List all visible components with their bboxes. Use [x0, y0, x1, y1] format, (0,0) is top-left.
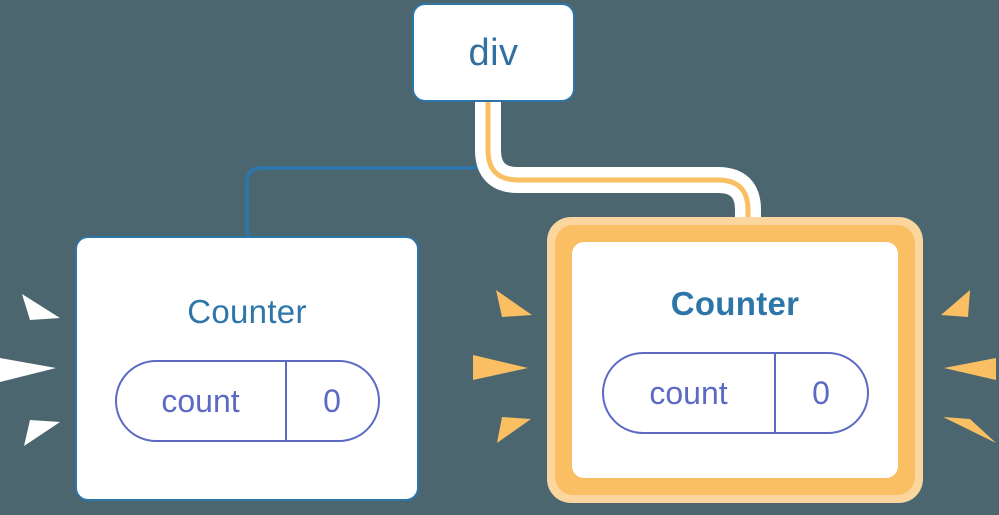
node-counter-left[interactable]: Counter count 0 [75, 236, 419, 501]
prop-pill-left: count 0 [114, 360, 380, 442]
sparkle-icon [22, 294, 60, 320]
edge-root-to-right-counter-halo [475, 102, 761, 232]
sparkle-icon [943, 417, 996, 443]
node-counter-right-body: Counter count 0 [572, 242, 898, 478]
prop-pill-right-value: 0 [812, 374, 830, 411]
sparkle-icon [944, 358, 996, 380]
node-div[interactable]: div [412, 3, 575, 102]
sparkle-icon [497, 417, 531, 443]
node-counter-right[interactable]: Counter count 0 [572, 242, 898, 478]
edge-root-to-right-counter [485, 102, 751, 232]
prop-pill-left-value: 0 [323, 383, 341, 419]
sparkle-icon [0, 358, 56, 382]
sparkle-icon [24, 420, 60, 446]
prop-pill-left-key: count [117, 362, 287, 440]
node-counter-left-title: Counter [187, 293, 307, 330]
node-counter-left-body: Counter count 0 [77, 238, 417, 499]
node-counter-right-highlight-ring: Counter count 0 [547, 217, 923, 503]
sparkle-icon [941, 290, 970, 317]
sparkles-left-white [0, 294, 60, 446]
sparkles-middle-orange [473, 290, 532, 443]
prop-pill-right-key: count [604, 353, 776, 432]
sparkles-right-orange [941, 290, 996, 443]
sparkle-icon [473, 355, 528, 380]
sparkle-icon [496, 290, 532, 317]
node-counter-right-title: Counter [670, 284, 800, 322]
prop-pill-right: count 0 [601, 351, 869, 434]
node-div-label: div [468, 31, 519, 74]
edge-root-to-left-counter [245, 102, 499, 238]
node-counter-right-ring-inner: Counter count 0 [555, 225, 915, 495]
